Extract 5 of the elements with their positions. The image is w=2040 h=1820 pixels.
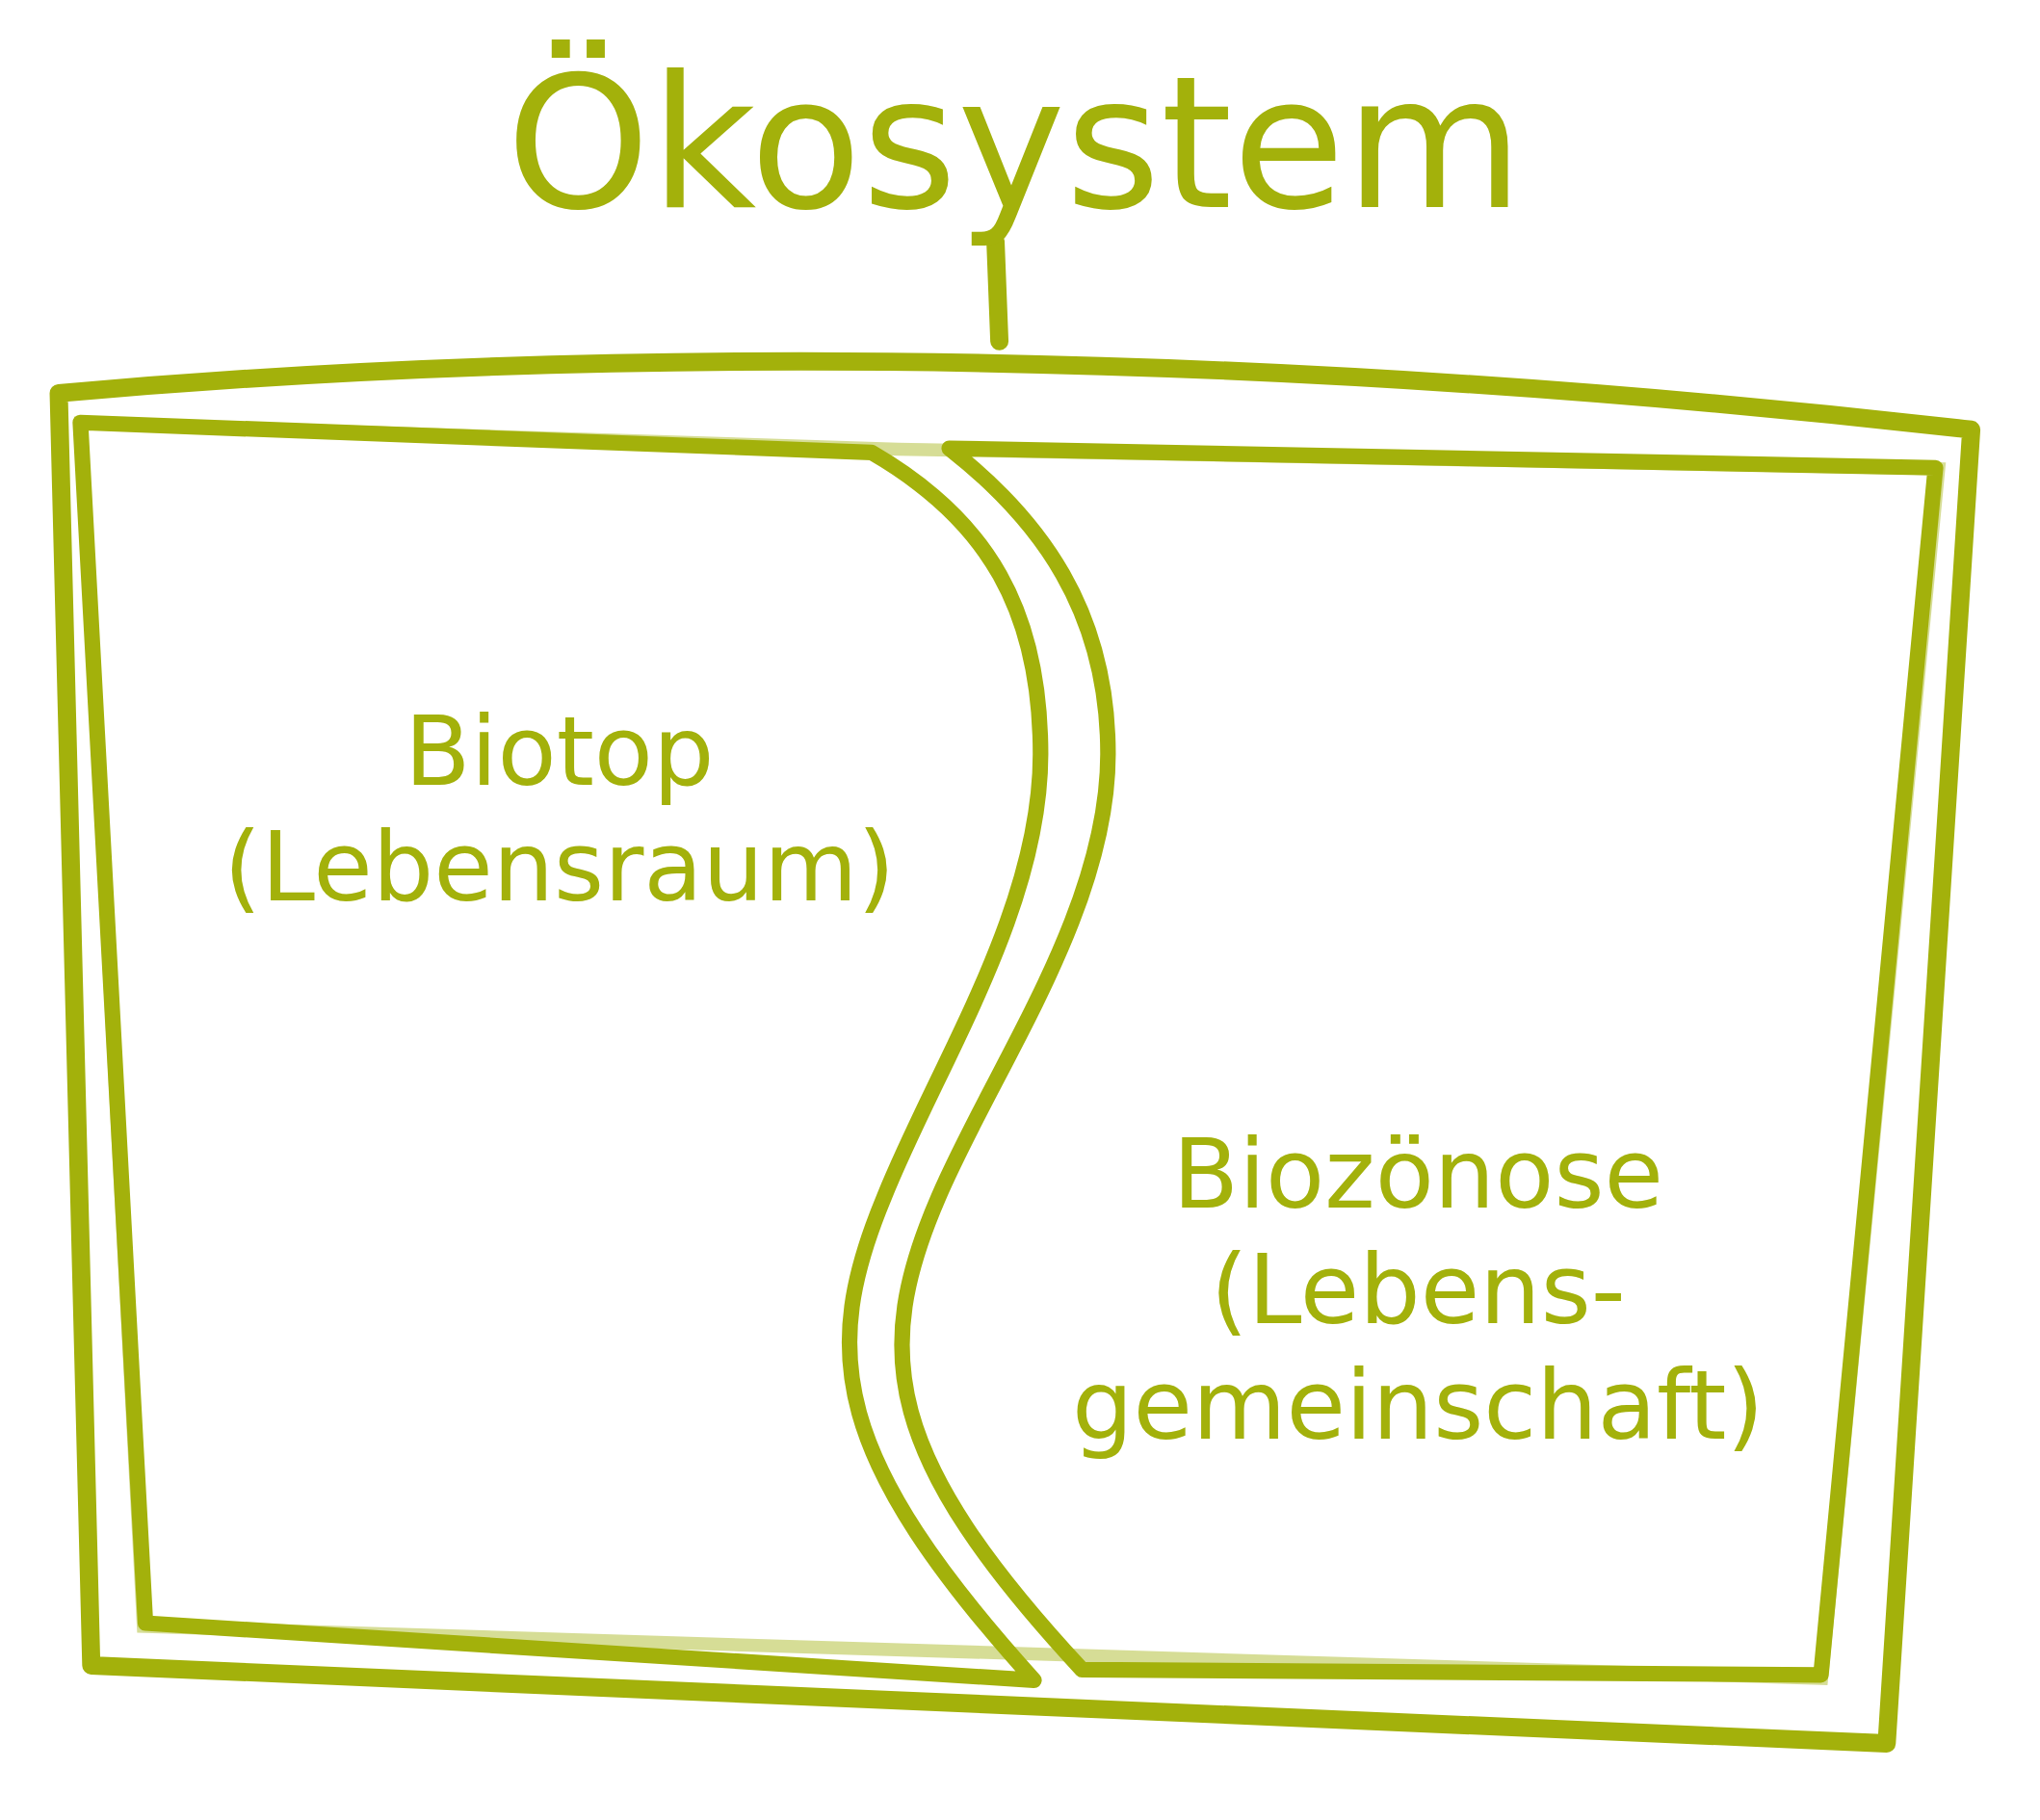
- region-description: (Lebensraum): [223, 809, 896, 925]
- region-description: (Lebens- gemeinschaft): [1071, 1232, 1765, 1464]
- title: Ökosystem: [505, 39, 1525, 249]
- region-name: Biozönose: [1172, 1116, 1664, 1233]
- region-name: Biotop: [405, 693, 715, 810]
